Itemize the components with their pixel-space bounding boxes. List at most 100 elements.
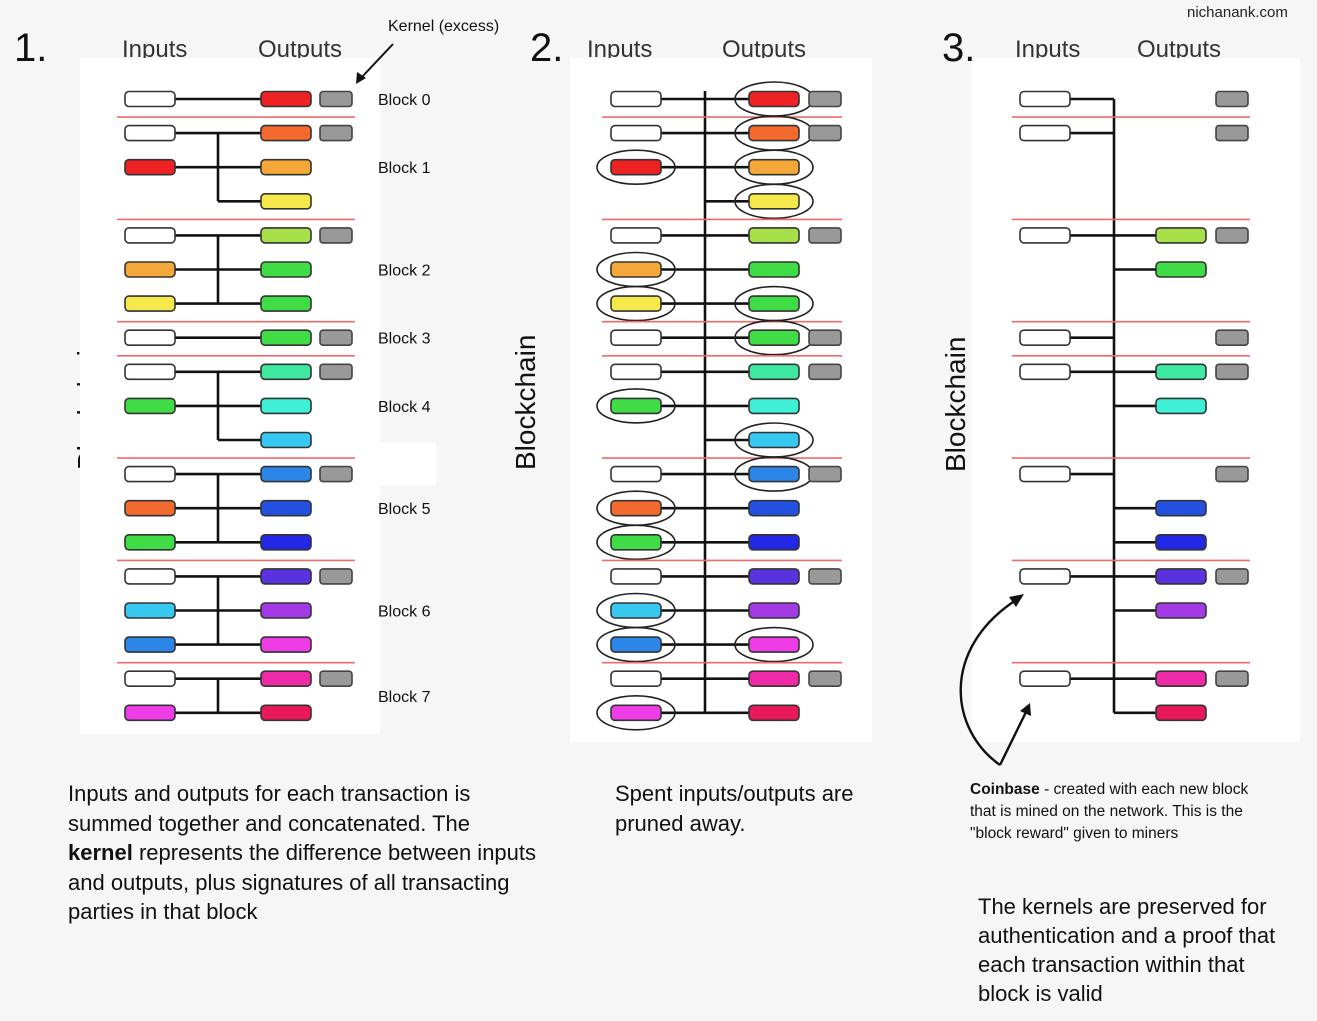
panel-1-output-yellow-green [260,227,312,244]
panel-3-kernel [1215,363,1249,381]
panel-3-output-green [1155,261,1207,278]
panel-1-kernel [319,90,353,108]
panel-2-output-crimson [748,704,800,722]
panel-2-output-yellow-green [748,227,800,244]
panel-2-pruned-input-marker [596,626,676,663]
panel-1-output-orange-red [260,124,312,142]
panel-1-block-label: Block 4 [378,399,431,416]
panel-2-input-yellow [610,295,662,312]
panel-2-input-coinbase [610,329,662,347]
panel-2-kernel [808,670,842,688]
panel-3-output-indigo [1155,533,1207,551]
panel-1-caption-prefix: Inputs and outputs for each transaction … [68,781,471,836]
panel-2-input-coinbase [610,670,662,688]
panel-2-kernel [808,568,842,585]
panel-2-input-coinbase [610,227,662,244]
panel-1-caption: Inputs and outputs for each transaction … [68,779,538,927]
panel-1-block-label: Block 3 [378,331,431,348]
panel-3-number: 3. [942,26,976,70]
panel-1-kernel [319,670,353,688]
coinbase-arrow-straight [998,711,1028,766]
panel-3-output-mint [1155,363,1207,381]
panel-3-output-yellow-green [1155,227,1207,244]
panel-1-block-label: Block 2 [378,263,431,280]
coinbase-title: Coinbase [970,781,1040,798]
panel-1-input-blue [124,636,176,653]
kernels-preserved-note: The kernels are preserved for authentica… [978,894,1276,1006]
kernel-annotation-arrowhead [356,72,366,84]
panel-1-input-coinbase [124,465,176,483]
panel-1-block-label: Block 0 [378,92,431,109]
panel-1-block-label: Block 6 [378,604,431,621]
panel-2-input-coinbase [610,90,662,108]
panel-2-input-blue [610,636,662,653]
panel-3-coinbase-input [1019,90,1071,108]
kernel-annotation: Kernel (excess) [388,18,500,35]
panel-2-kernel [808,363,842,381]
panel-2-output-blue [748,465,800,483]
panel-2-output-green [748,329,800,347]
panel-3-output-violet [1155,568,1207,585]
panel-1-input-coinbase [124,227,176,244]
panel-3-coinbase-input [1019,670,1071,688]
panel-1-kernel [319,227,353,244]
panel-2-kernel [808,124,842,142]
panel-3-coinbase-input [1019,568,1071,585]
panel-1-output-hot-pink [260,670,312,688]
panel-1-block-label: Block 5 [378,501,431,518]
panel-2-pruned-input-marker [596,149,676,185]
panel-1-output-yellow [260,193,312,210]
credit-text: nichanank.com [1187,4,1288,21]
panel-2-kernel [808,465,842,483]
panel-1-kernel [319,465,353,483]
panel-1-output-blue [260,465,312,483]
coinbase-arrowhead-upper [1009,594,1024,607]
panel-1-kernel [319,363,353,381]
panel-2-pruned-input-marker [596,524,676,561]
panel-2-input-magenta [610,704,662,722]
panel-2-input-coinbase [610,363,662,381]
panel-2-output-purple [748,602,800,619]
panel-2-input-orange [610,261,662,278]
panel-1-block-label: Block 7 [378,689,431,706]
panel-1-output-crimson [260,704,312,722]
panel-1-output-violet [260,568,312,585]
panel-1-input-green [124,397,176,415]
panel-1-output-royal-blue [260,499,312,517]
panel-2-output-turquoise [748,397,800,415]
panel-2-input-coinbase [610,568,662,585]
panel-1-kernel [319,568,353,585]
panel-2-output-yellow [748,193,800,210]
panel-3-coinbase-input [1019,124,1071,142]
panel-1-input-orange-red [124,499,176,517]
panel-3-kernel [1215,329,1249,347]
panel-2-output-orange-red [748,124,800,142]
panel-3-kernel [1215,568,1249,585]
panel-3-coinbase-input [1019,329,1071,347]
panel-2-caption: Spent inputs/outputs are pruned away. [615,781,854,836]
panel-2-output-red [748,90,800,108]
panel-1-input-yellow [124,295,176,312]
panel-1-input-coinbase [124,124,176,142]
panel-1-kernel [319,329,353,347]
panel-2-number: 2. [530,26,564,70]
panel-3-coinbase-input [1019,227,1071,244]
panel-3-kernel [1215,670,1249,688]
panel-1-output-magenta [260,636,312,653]
panel-2-input-orange-red [610,499,662,517]
panel-1-input-coinbase [124,329,176,347]
panel-1-input-coinbase [124,568,176,585]
panel-1-output-purple [260,602,312,619]
panel-1-input-coinbase [124,90,176,108]
panel-1-input-orange [124,261,176,278]
panel-2-output-violet [748,568,800,585]
panel-1-input-coinbase [124,363,176,381]
panel-3-kernel [1215,90,1249,108]
panel-2-output-indigo [748,533,800,551]
panel-2-input-red [610,158,662,176]
panel-2-input-coinbase [610,124,662,142]
panel-2-output-hot-pink [748,670,800,688]
panel-1-output-indigo [260,533,312,551]
panel-3-output-crimson [1155,704,1207,722]
panel-2-pruned-output-marker [734,183,814,220]
